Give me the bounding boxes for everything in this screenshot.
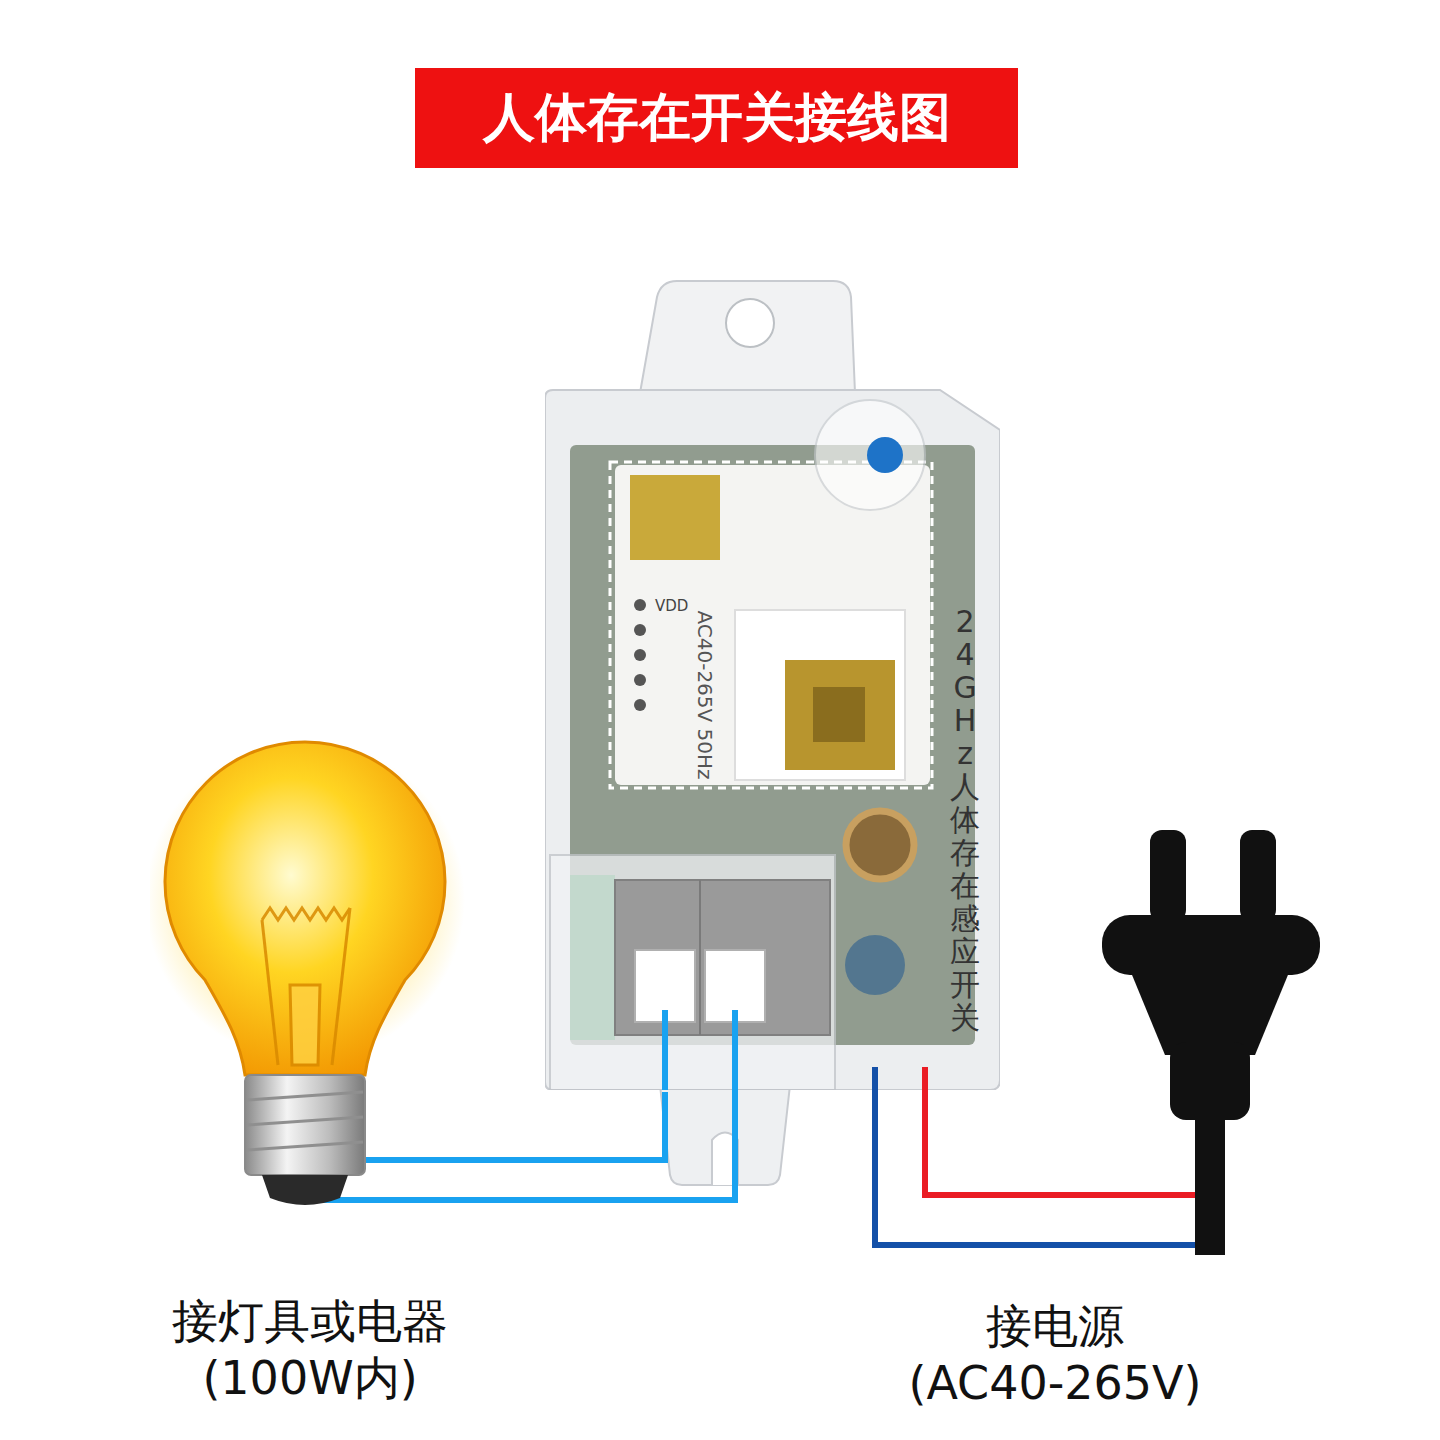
power-plug: [1090, 1242, 1205, 1248]
sensor-switch-housing: [699, 880, 701, 1035]
device-bottom-tab: [660, 1085, 790, 1185]
node-note: (100W内): [202, 1352, 417, 1405]
light-bulb: [247, 1092, 363, 1150]
sensor-switch-housing: [815, 400, 925, 510]
wire-connector: [925, 1088, 1092, 1195]
sensor-switch-housing: [813, 687, 865, 742]
lamp-node: 接灯具或电器(100W内): [150, 730, 470, 1410]
sensor-switch-housing: [922, 1067, 928, 1090]
sensor-switch-housing: [726, 299, 774, 347]
light-bulb: [262, 920, 278, 1065]
light-bulb: [262, 908, 350, 920]
sensor-switch-housing: [615, 880, 830, 1035]
sensor-switch-housing: [570, 445, 975, 1045]
sensor-switch-housing: [634, 624, 646, 636]
sensor-switch-housing: [665, 1010, 925, 1090]
bulb-wire: [320, 1197, 470, 1203]
light-bulb: [165, 742, 445, 1075]
sensor-switch-housing: [550, 855, 835, 1090]
sensor-switch-housing: [634, 599, 646, 711]
light-bulb: [245, 1075, 365, 1175]
bulb-wire: [355, 1157, 470, 1163]
light-bulb: [262, 1175, 348, 1205]
light-bulb: [247, 1142, 363, 1150]
sensor-switch-housing: [545, 390, 1000, 1090]
power-plug: [1170, 1042, 1250, 1120]
power-plug: [1102, 915, 1320, 975]
power-plug: [1102, 830, 1320, 1255]
light-bulb: [332, 908, 350, 1065]
sensor-switch-housing: [662, 1010, 668, 1090]
node-heading: 接电源: [986, 1300, 1124, 1353]
wire: [875, 1088, 1092, 1245]
power-plug: [1090, 1192, 1205, 1198]
wire: [468, 1088, 1092, 1245]
sensor-switch-housing: [867, 437, 903, 473]
sensor-switch-housing: [640, 281, 855, 393]
light-bulb: [247, 1092, 363, 1100]
sensor-switch-housing: [872, 1067, 878, 1090]
wire-connector: [470, 1092, 665, 1160]
wire: [468, 1088, 735, 1200]
sensor-switch-housing: [615, 465, 930, 785]
title: 人体存在开关接线图: [483, 83, 951, 153]
board-marking: AC40-265V 50Hz: [693, 610, 717, 779]
sensor-switch-housing: [634, 649, 646, 661]
title-banner: 人体存在开关接线图: [415, 68, 1018, 168]
sensor-switch-housing: [735, 610, 905, 780]
sensor-switch-housing: [545, 275, 1000, 1090]
sensor-switch-housing: [630, 475, 720, 560]
sensor-switch-housing: [732, 1010, 738, 1090]
sensor-switch-housing: [610, 462, 932, 788]
board-marking: VDD: [655, 597, 688, 615]
sensor-switch-housing: [846, 811, 914, 879]
node-heading: 接灯具或电器: [172, 1295, 448, 1348]
switch-node: 24GHz人体存在感应开关 VDD AC40-265V 50Hz: [545, 275, 1000, 1090]
sensor-switch-housing: [785, 660, 895, 770]
power-plug: [1195, 1110, 1225, 1255]
sensor-switch-housing: [634, 674, 646, 686]
power-plug: [1090, 820, 1330, 1260]
sensor-switch-housing: [634, 699, 646, 711]
light-bulb: [262, 908, 350, 1065]
node-heading: 24GHz人体存在感应开关: [950, 605, 980, 1034]
node-note: (AC40-265V): [908, 1357, 1201, 1410]
power-plug: [1150, 830, 1186, 922]
light-bulb: [290, 985, 320, 1065]
power-plug: [1240, 830, 1276, 922]
device-bottom-tab: [660, 1085, 790, 1185]
sensor-switch-housing: [845, 935, 905, 995]
plug-node: 接电源(AC40-265V): [1090, 820, 1330, 1260]
sensor-switch-housing: [634, 599, 646, 611]
power-plug: [1090, 1195, 1205, 1245]
light-bulb: [247, 1117, 363, 1125]
